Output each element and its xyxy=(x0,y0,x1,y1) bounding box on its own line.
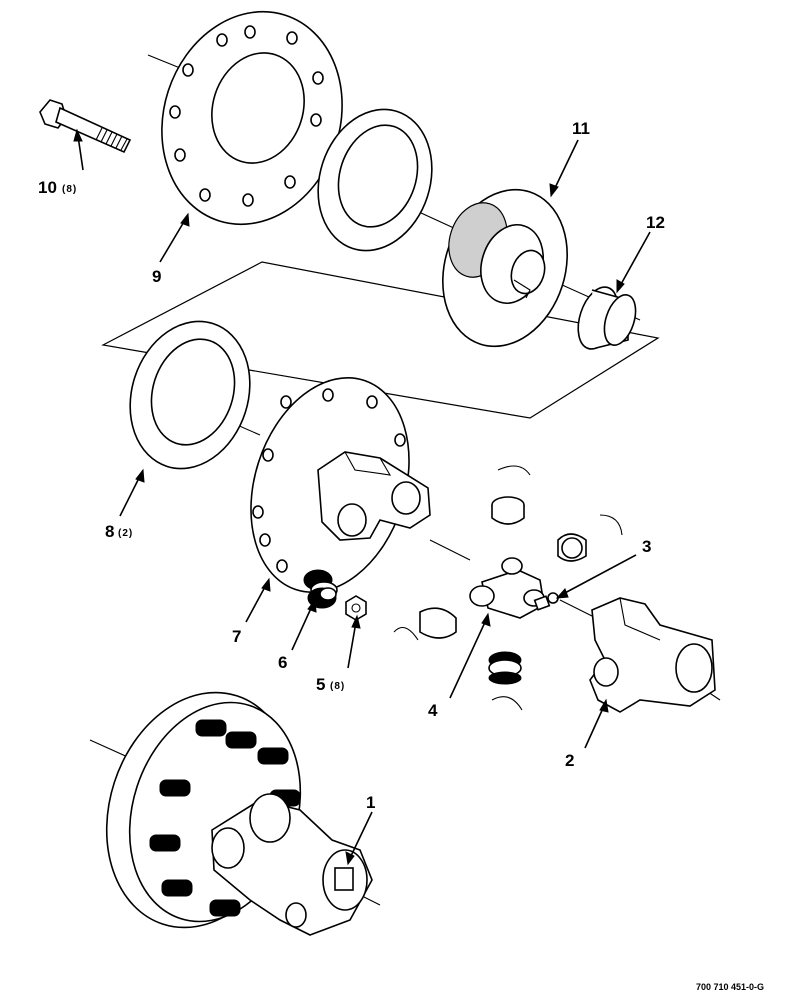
callout-8-qty: (2) xyxy=(118,528,133,539)
friction-disc-lower xyxy=(129,320,251,470)
leader-lines xyxy=(73,128,651,866)
slip-clutch-assembly xyxy=(105,691,373,936)
flange-yoke xyxy=(250,377,431,593)
callout-5-qty: (8) xyxy=(330,681,345,692)
grease-fitting xyxy=(533,592,559,611)
callout-8: 8 xyxy=(105,522,114,541)
lock-nut xyxy=(345,595,367,621)
callout-11: 11 xyxy=(572,119,590,138)
yoke xyxy=(589,597,716,713)
callout-1: 1 xyxy=(366,793,375,812)
callout-6: 6 xyxy=(278,653,287,672)
callout-7: 7 xyxy=(232,627,241,646)
callout-3: 3 xyxy=(642,537,651,556)
callout-9: 9 xyxy=(152,267,161,286)
callout-5: 5 xyxy=(316,675,325,694)
document-reference: 700 710 451-0-G xyxy=(696,982,764,992)
callout-labels: 1 2 3 4 5 (8) 6 7 8 (2) 9 10 (8) 11 12 7… xyxy=(38,119,764,992)
flange-plate xyxy=(161,10,343,226)
callout-10-qty: (8) xyxy=(62,184,77,195)
bushing-ring xyxy=(577,286,637,350)
callout-4: 4 xyxy=(428,701,438,720)
relation-box xyxy=(101,261,660,419)
cross-bearing-kit xyxy=(393,465,623,711)
callout-2: 2 xyxy=(565,751,574,770)
friction-disc-upper xyxy=(317,108,433,252)
hub xyxy=(442,188,568,348)
callout-12: 12 xyxy=(646,213,665,232)
bolt xyxy=(39,99,132,154)
callout-10: 10 xyxy=(38,178,57,197)
